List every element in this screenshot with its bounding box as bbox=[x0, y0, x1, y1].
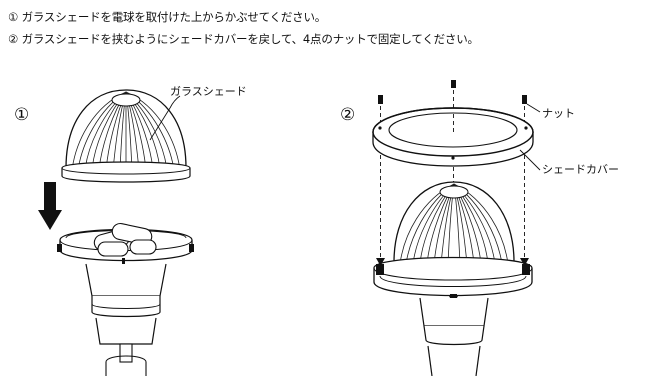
nut-label: ナット bbox=[542, 107, 575, 120]
glass-shade-1 bbox=[61, 89, 191, 183]
shade-cover-label: シェードカバー bbox=[542, 163, 619, 176]
step-2-number: ② bbox=[340, 105, 355, 125]
instructions: ① ガラスシェードを電球を取付けた上からかぶせてください。 ② ガラスシェードを… bbox=[8, 6, 479, 50]
glass-shade-2 bbox=[393, 181, 515, 263]
glass-shade-label: ガラスシェード bbox=[170, 85, 247, 98]
instruction-step-2: ② ガラスシェードを挟むようにシェードカバーを戻して、4点のナットで固定してくだ… bbox=[8, 32, 479, 46]
instruction-step-1: ① ガラスシェードを電球を取付けた上からかぶせてください。 bbox=[8, 10, 327, 24]
lamp-socket-1 bbox=[57, 222, 194, 376]
step-1-number: ① bbox=[14, 105, 29, 125]
down-arrow-icon bbox=[38, 182, 62, 230]
figure-2: ② ナット シェード bbox=[340, 80, 619, 376]
shade-cover bbox=[372, 107, 534, 167]
lamp-base-2 bbox=[373, 256, 533, 376]
figure-1: ① ガラスシェード bbox=[14, 85, 247, 376]
